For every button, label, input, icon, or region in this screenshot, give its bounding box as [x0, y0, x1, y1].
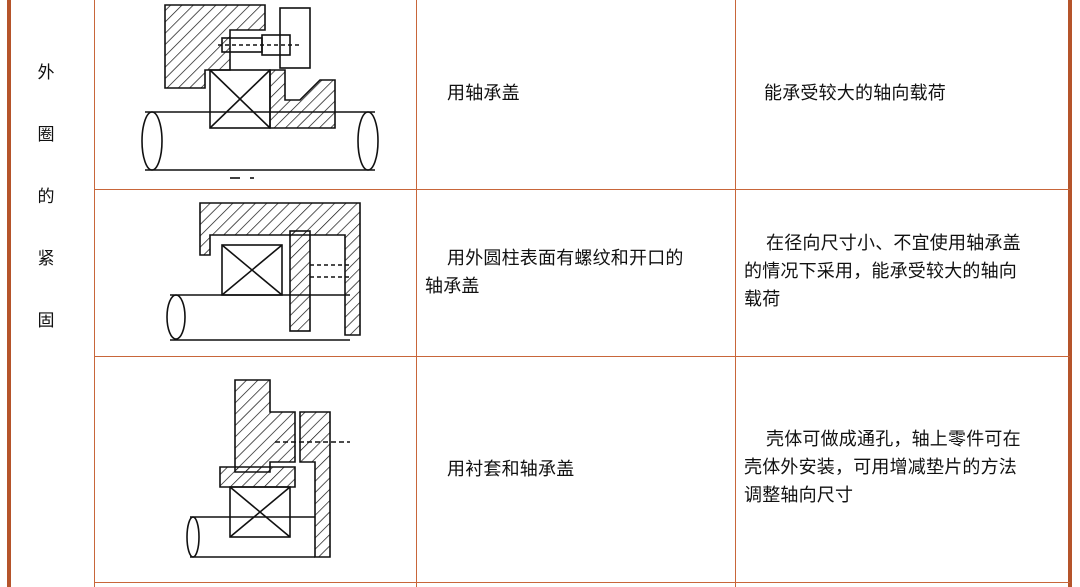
- row-1-feature: 能承受较大的轴向载荷: [764, 83, 946, 104]
- sleeve-cover-diagram: [186, 379, 350, 558]
- row-3-feature: 壳体可做成通孔，轴上零件可在 壳体外安装，可用增减垫片的方法 调整轴向尺寸: [744, 426, 1021, 510]
- category-char: 的: [37, 187, 55, 207]
- row-2-method-line: 轴承盖: [425, 276, 480, 297]
- row-3-feature-line: 调整轴向尺寸: [744, 485, 854, 506]
- row-3-feature-line: 壳体外安装，可用增减垫片的方法: [744, 457, 1017, 478]
- table-left-border: [7, 0, 11, 587]
- row-2-feature-line: 在径向尺寸小、不宜使用轴承盖: [766, 233, 1021, 254]
- row-2-feature-line: 载荷: [744, 289, 781, 310]
- category-char: 固: [37, 311, 55, 331]
- row-2-method: 用外圆柱表面有螺纹和开口的 轴承盖: [425, 245, 684, 301]
- row-2-feature: 在径向尺寸小、不宜使用轴承盖 的情况下采用，能承受较大的轴向 载荷: [744, 230, 1021, 314]
- bearing-cover-diagram: [141, 4, 379, 179]
- row-divider-3: [94, 582, 1070, 583]
- category-char: 紧: [37, 249, 55, 269]
- table-right-border: [1068, 0, 1072, 587]
- category-char: 圈: [37, 125, 55, 145]
- row-divider-2: [94, 356, 1070, 357]
- row-divider-1: [94, 189, 1070, 190]
- row-2-feature-line: 的情况下采用，能承受较大的轴向: [744, 261, 1017, 282]
- category-char: 外: [37, 63, 55, 83]
- column-divider-1: [94, 0, 95, 587]
- column-divider-3: [735, 0, 736, 587]
- threaded-cover-diagram: [166, 202, 361, 341]
- row-3-method: 用衬套和轴承盖: [447, 459, 575, 480]
- column-divider-2: [416, 0, 417, 587]
- row-3-feature-line: 壳体可做成通孔，轴上零件可在: [766, 429, 1021, 450]
- row-1-method: 用轴承盖: [447, 83, 520, 104]
- row-2-method-line: 用外圆柱表面有螺纹和开口的: [447, 248, 684, 269]
